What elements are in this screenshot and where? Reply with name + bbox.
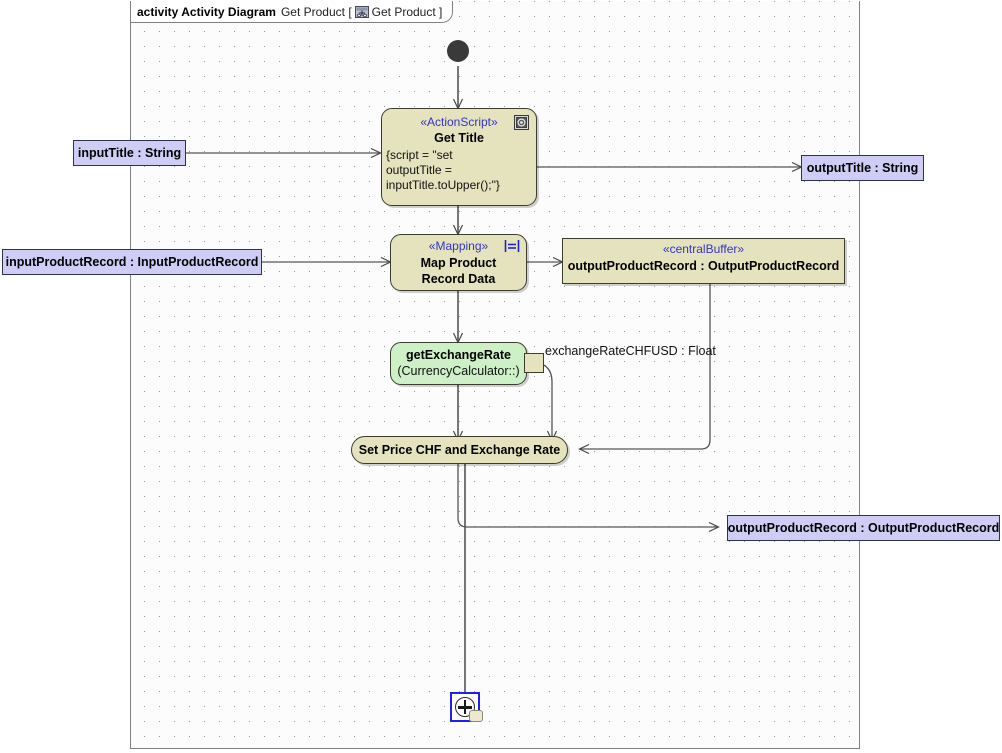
set-price-label: Set Price CHF and Exchange Rate — [358, 443, 561, 457]
initial-node[interactable] — [447, 40, 469, 62]
activity-parameter-input-title[interactable]: inputTitle : String — [73, 140, 186, 166]
frame-name-close: Get Product ] — [371, 4, 443, 19]
activity-final-node[interactable] — [450, 692, 483, 724]
central-buffer-stereotype: «centralBuffer» — [662, 242, 745, 256]
input-title-label: inputTitle : String — [77, 146, 182, 160]
output-title-label: outputTitle : String — [806, 161, 919, 175]
frame-name-open: Get Product [ — [280, 4, 352, 19]
action-node-get-title[interactable]: «ActionScript» Get Title {script = "set … — [381, 108, 537, 206]
output-pin-exchange-rate[interactable] — [524, 353, 544, 373]
map-product-label-line-1: Map Product — [420, 256, 497, 270]
get-exchange-rate-label: getExchangeRate — [406, 348, 511, 362]
get-title-stereotype: «ActionScript» — [420, 115, 498, 129]
map-product-label-line-2: Record Data — [421, 272, 496, 286]
call-node-get-exchange-rate[interactable]: getExchangeRate (CurrencyCalculator::) — [390, 342, 527, 385]
resize-handle[interactable] — [469, 710, 483, 722]
output-product-record-label: outputProductRecord : OutputProductRecor… — [727, 521, 1000, 535]
central-buffer-label: outputProductRecord : OutputProductRecor… — [567, 259, 840, 273]
get-title-script-line-1: {script = "set — [386, 148, 453, 162]
central-buffer-node[interactable]: «centralBuffer» outputProductRecord : Ou… — [562, 238, 845, 284]
frame-kind-label: activity Activity Diagram — [137, 4, 276, 19]
get-title-script-line-2: outputTitle = — [386, 163, 452, 177]
activity-parameter-output-title[interactable]: outputTitle : String — [801, 155, 924, 181]
final-node-circle — [455, 697, 475, 717]
activity-parameter-input-product-record[interactable]: inputProductRecord : InputProductRecord — [2, 249, 262, 275]
get-title-label: Get Title — [434, 131, 484, 145]
get-exchange-rate-operation: (CurrencyCalculator::) — [397, 364, 520, 378]
input-product-record-label: inputProductRecord : InputProductRecord — [5, 255, 259, 269]
action-node-set-price[interactable]: Set Price CHF and Exchange Rate — [351, 436, 568, 464]
activity-parameter-output-product-record[interactable]: outputProductRecord : OutputProductRecor… — [727, 515, 1000, 541]
mapping-icon — [504, 239, 520, 253]
get-title-script-line-3: inputTitle.toUpper();"} — [386, 178, 500, 192]
map-product-stereotype: «Mapping» — [428, 239, 489, 253]
activity-frame-header: activity Activity Diagram Get Product [ … — [130, 1, 454, 23]
final-node-cross-vertical — [463, 700, 466, 714]
script-gear-icon — [514, 115, 529, 130]
output-pin-label: exchangeRateCHFUSD : Float — [545, 344, 716, 358]
action-node-map-product-record-data[interactable]: «Mapping» Map Product Record Data — [390, 234, 527, 291]
activity-diagram-icon — [354, 5, 369, 19]
